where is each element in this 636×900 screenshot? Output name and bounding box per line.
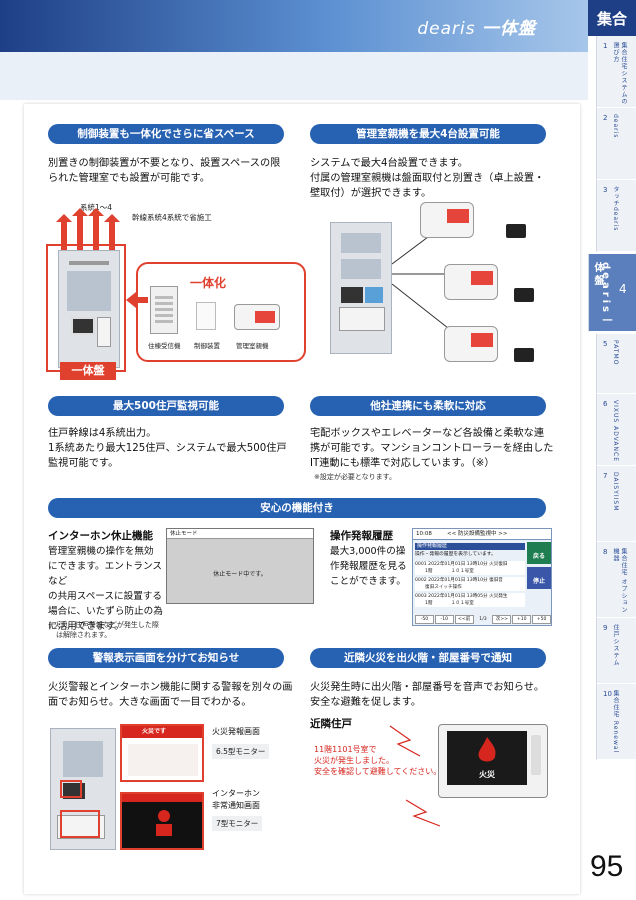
history-row-2[interactable]: 0002 2022年01月01日 13時10分 復旧音復旧スイッチ操作 bbox=[415, 577, 525, 591]
history-screen: 10:08 << 防災設備監視中 >> 操作発報履歴 操作・発報の履歴を表示して… bbox=[412, 528, 552, 626]
item-label-master: 管理室親機 bbox=[236, 342, 269, 350]
brand-title: dearis 一体盤 bbox=[417, 19, 536, 39]
category-tab[interactable]: 集合 bbox=[588, 0, 636, 36]
section-title-safety: 安心の機能付き bbox=[48, 498, 546, 518]
section4-text: 宅配ボックスやエレベーターなど各設備と柔軟な連携が可能です。マンションコントロー… bbox=[310, 428, 554, 469]
fire-banner: 火災です bbox=[122, 726, 202, 738]
nav-prev-button[interactable]: <<前 bbox=[454, 615, 474, 624]
section3-text: 住戸幹線は4系統出力。1系統あたり最大125住戸、システムで最大500住戸監視可… bbox=[48, 428, 287, 469]
sound-wave-icon bbox=[389, 725, 441, 827]
pause-screen-message: 休止モード中です。 bbox=[213, 571, 267, 578]
page-indicator: 1/3 bbox=[479, 617, 487, 622]
panel-with-master-illustration bbox=[330, 222, 392, 354]
adapter-2 bbox=[514, 288, 534, 302]
stop-button[interactable]: 停止 bbox=[527, 567, 551, 589]
nav-next-button[interactable]: 次>> bbox=[492, 615, 512, 624]
section6-text: 火災警報とインターホン機能に関する警報を別々の画面でお知らせ。大きな画面で一目で… bbox=[48, 682, 293, 708]
pause-mode-screen: 休止モード 休止モード中です。 bbox=[166, 528, 314, 604]
pause-feature-text: 管理室親機の操作を無効にできます。エントランスなどの共用スペースに設置する場合に… bbox=[48, 546, 163, 632]
back-button[interactable]: 戻る bbox=[527, 542, 551, 564]
intercom-alarm-screen bbox=[120, 792, 204, 850]
section4-note: ※設定が必要となります。 bbox=[314, 473, 396, 481]
adapter-3 bbox=[514, 348, 534, 362]
integrated-badge: 一体盤 bbox=[60, 362, 116, 380]
adapter-1 bbox=[506, 224, 526, 238]
section-title-500-units: 最大500住戸監視可能 bbox=[48, 396, 284, 416]
nav-minus50-button[interactable]: -50 bbox=[415, 615, 434, 624]
section2-text: システムで最大4台設置できます。付属の管理室親機は盤面取付と別置き（卓上設置・壁… bbox=[310, 158, 545, 199]
pause-feature-title: インターホン休止機能 bbox=[48, 530, 153, 542]
flame-icon bbox=[478, 737, 496, 762]
system-arrows-icon bbox=[56, 208, 120, 260]
fire-screen-highlight bbox=[60, 780, 82, 798]
system-label: 系統1～4 bbox=[80, 203, 113, 212]
unified-devices-frame bbox=[136, 262, 306, 362]
nav-minus10-button[interactable]: -10 bbox=[434, 615, 454, 624]
section-title-four-units: 管理室親機を最大4台設置可能 bbox=[310, 124, 546, 144]
fire-voice-message: 11階1101号室で火災が発生しました。安全を確認して避難してください。 bbox=[314, 745, 442, 776]
office-master-illustration bbox=[234, 304, 280, 330]
history-screen-header: << 防災設備監視中 >> bbox=[447, 531, 508, 537]
intercom-monitor-size: 7型モニター bbox=[212, 816, 263, 831]
neighbor-subtitle: 近隣住戸 bbox=[310, 718, 352, 730]
pause-screen-header: 休止モード bbox=[167, 529, 313, 539]
section1-text: 別置きの制御装置が不要となり、設置スペースの限られた管理室でも設置が可能です。 bbox=[48, 158, 281, 184]
master-unit-2 bbox=[444, 264, 498, 300]
section-title-neighbor-fire: 近隣火災を出火階・部屋番号で通知 bbox=[310, 648, 546, 668]
section-title-space-saving: 制御装置も一体化でさらに省スペース bbox=[48, 124, 284, 144]
panel-highlight-frame bbox=[46, 244, 126, 372]
section7-text: 火災発生時に出火階・部屋番号を音声でお知らせ。安全な避難を促します。 bbox=[310, 682, 545, 708]
master-unit-3 bbox=[444, 326, 498, 362]
item-label-control: 制御装置 bbox=[194, 342, 220, 350]
nav-plus10-button[interactable]: +10 bbox=[512, 615, 532, 624]
section-title-integration: 他社連携にも柔軟に対応 bbox=[310, 396, 546, 416]
master-unit-1 bbox=[420, 202, 474, 238]
intercom-screen-highlight bbox=[60, 810, 100, 838]
header-band bbox=[0, 52, 588, 100]
unify-label: 一体化 bbox=[190, 276, 227, 290]
intercom-screen-label: インターホン非常通知画面 bbox=[212, 789, 260, 810]
page-header: dearis 一体盤 bbox=[0, 0, 588, 52]
history-pagination: -50 -10 <<前 1/3 次>> +10 +50 bbox=[415, 615, 552, 624]
nav-plus50-button[interactable]: +50 bbox=[532, 615, 552, 624]
fire-display-label: 火災 bbox=[479, 770, 495, 779]
section-title-alarm-screens: 警報表示画面を分けてお知らせ bbox=[48, 648, 284, 668]
content-card: 制御装置も一体化でさらに省スペース 別置きの制御装置が不要となり、設置スペースの… bbox=[24, 104, 580, 894]
history-feature-title: 操作発報履歴 bbox=[330, 530, 393, 542]
monitor-illustration: 火災 bbox=[438, 724, 548, 798]
pause-feature-note: ※火災、住戸警報などが発生した際は解除されます。 bbox=[48, 621, 159, 639]
fire-alarm-screen: 火災です bbox=[120, 724, 204, 782]
control-unit-illustration bbox=[196, 302, 216, 330]
page-number: 95 bbox=[590, 850, 624, 883]
trunk-label: 幹線系統4系統で省施工 bbox=[132, 213, 212, 222]
item-label-receiver: 住棟受信機 bbox=[148, 342, 181, 350]
history-list-title: 操作発報履歴 bbox=[415, 543, 525, 550]
fire-display: 火災 bbox=[447, 731, 527, 785]
alarm-person-icon bbox=[156, 810, 172, 836]
integrated-panel-illustration bbox=[58, 250, 120, 368]
history-feature-text: 最大3,000件の操作発報履歴を見ることができます。 bbox=[330, 546, 407, 587]
history-time: 10:08 bbox=[416, 531, 432, 537]
building-receiver-illustration bbox=[150, 286, 178, 334]
fire-monitor-size: 6.5型モニター bbox=[212, 744, 270, 759]
history-list-subtitle: 操作・発報の履歴を表示しています。 bbox=[415, 552, 496, 557]
fire-screen-label: 火災発報画面 bbox=[212, 727, 260, 736]
